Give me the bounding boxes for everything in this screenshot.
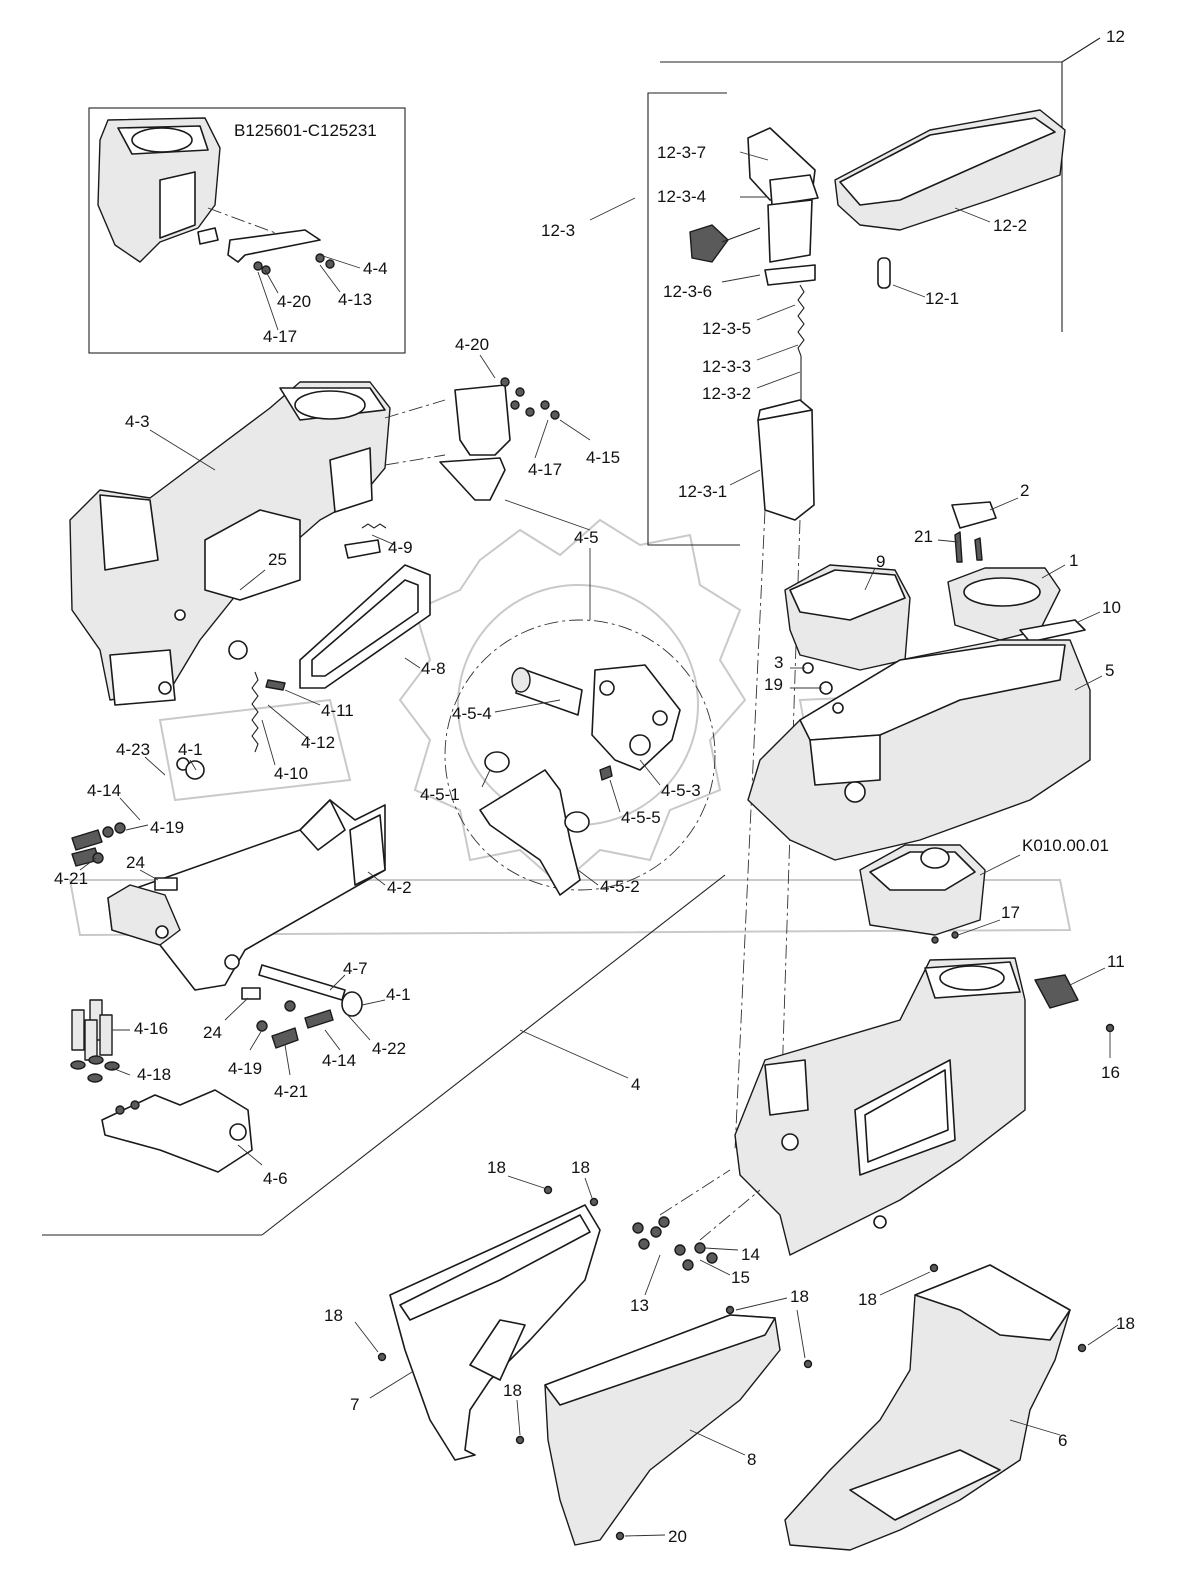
- callout-24-lower: 24: [203, 1023, 222, 1042]
- callout-10: 10: [1102, 598, 1121, 617]
- callout-4-16: 4-16: [134, 1019, 168, 1038]
- callout-12-3-5: 12-3-5: [702, 319, 751, 338]
- callout-4-9: 4-9: [388, 538, 413, 557]
- callout-4-6: 4-6: [263, 1169, 288, 1188]
- callout-4-1-upper: 4-1: [178, 740, 203, 759]
- callout-4-18: 4-18: [137, 1065, 171, 1084]
- callout-5: 5: [1105, 661, 1114, 680]
- callout-4-5-5: 4-5-5: [621, 808, 661, 827]
- control-module: [859, 844, 986, 944]
- callout-4-5-4: 4-5-4: [452, 704, 492, 723]
- callout-4-19-upper: 4-19: [150, 818, 184, 837]
- callout-1: 1: [1069, 551, 1078, 570]
- callout-4-4: 4-4: [363, 259, 388, 278]
- bolts-4-16: [70, 999, 120, 1083]
- lower-bracket-right: [734, 957, 1079, 1256]
- callout-3: 3: [774, 653, 783, 672]
- callout-2: 2: [1020, 481, 1029, 500]
- callout-4-5-2: 4-5-2: [600, 877, 640, 896]
- callout-9: 9: [876, 552, 885, 571]
- callout-24-upper: 24: [126, 853, 145, 872]
- callout-4-5: 4-5: [574, 528, 599, 547]
- callout-4-10: 4-10: [274, 764, 308, 783]
- callout-21: 21: [914, 527, 933, 546]
- gasket-4-8: [299, 564, 431, 689]
- callout-13: 13: [630, 1296, 649, 1315]
- callout-12-3: 12-3: [541, 221, 575, 240]
- callout-4-21-lower: 4-21: [274, 1082, 308, 1101]
- callout-11: 11: [1107, 952, 1125, 971]
- reference-lines: [42, 37, 1101, 1236]
- callout-4-2: 4-2: [387, 878, 412, 897]
- leader-lines: [79, 151, 1119, 1537]
- callout-labels: B125601-C125231 K010.00.01 12 12-3-7 12-…: [54, 27, 1135, 1546]
- console-assembly: [747, 501, 1091, 861]
- callout-12-3-6: 12-3-6: [663, 282, 712, 301]
- inset-label: B125601-C125231: [234, 121, 377, 140]
- callout-4-11: 4-11: [321, 701, 354, 720]
- callout-4-23: 4-23: [116, 740, 150, 759]
- callout-4-1-lower: 4-1: [386, 985, 411, 1004]
- callout-12-3-1: 12-3-1: [678, 482, 727, 501]
- callout-4-19-lower: 4-19: [228, 1059, 262, 1078]
- callout-4-5-1: 4-5-1: [420, 785, 460, 804]
- callout-16: 16: [1101, 1063, 1120, 1082]
- callout-12-3-2: 12-3-2: [702, 384, 751, 403]
- callout-12-2: 12-2: [993, 216, 1027, 235]
- callout-18-b: 18: [571, 1158, 590, 1177]
- detail-4-5: [444, 619, 716, 896]
- callout-4-14-lower: 4-14: [322, 1051, 356, 1070]
- callout-12-3-7: 12-3-7: [657, 143, 706, 162]
- callout-4-22: 4-22: [372, 1039, 406, 1058]
- springs: [251, 523, 387, 753]
- callout-4-17-inset: 4-17: [263, 327, 297, 346]
- callout-18-d: 18: [790, 1287, 809, 1306]
- callout-8: 8: [747, 1450, 756, 1469]
- pivot-bracket-4-5: [384, 377, 560, 501]
- callout-4-3: 4-3: [125, 412, 150, 431]
- callout-4-5-3: 4-5-3: [661, 781, 701, 800]
- callout-4-17: 4-17: [528, 460, 562, 479]
- callout-4-15: 4-15: [586, 448, 620, 467]
- bracket-4-3: [69, 381, 391, 706]
- callout-4-8: 4-8: [421, 659, 446, 678]
- callout-4-13: 4-13: [338, 290, 372, 309]
- fasteners-13-15: [632, 1169, 761, 1271]
- callout-4-12: 4-12: [301, 733, 335, 752]
- callout-7: 7: [350, 1395, 359, 1414]
- callout-4-14-upper: 4-14: [87, 781, 121, 800]
- callout-18-c: 18: [324, 1306, 343, 1325]
- callout-6: 6: [1058, 1431, 1067, 1450]
- callout-20: 20: [668, 1527, 687, 1546]
- cover-8: [544, 1314, 781, 1546]
- kit-label: K010.00.01: [1022, 836, 1109, 855]
- callout-12-3-4: 12-3-4: [657, 187, 706, 206]
- frame-4-2: [107, 799, 386, 991]
- callout-4: 4: [631, 1075, 640, 1094]
- callout-4-7: 4-7: [343, 959, 368, 978]
- cover-6: [784, 1264, 1071, 1551]
- callout-12: 12: [1106, 27, 1125, 46]
- pin-4-7: [71, 757, 363, 1049]
- callout-18-f: 18: [858, 1290, 877, 1309]
- callout-19: 19: [764, 675, 783, 694]
- callout-18-e: 18: [503, 1381, 522, 1400]
- callout-18-g: 18: [1116, 1314, 1135, 1333]
- callout-12-1: 12-1: [925, 289, 959, 308]
- callout-4-20: 4-20: [455, 335, 489, 354]
- callout-25: 25: [268, 550, 287, 569]
- mount-4-6: [101, 1089, 253, 1173]
- inset-subassembly: [97, 117, 335, 275]
- cover-7: [389, 1204, 601, 1461]
- callout-17: 17: [1001, 903, 1020, 922]
- small-screws: [377, 1023, 1115, 1541]
- callout-4-20-inset: 4-20: [277, 292, 311, 311]
- armrest-12-2: [834, 109, 1066, 289]
- callout-4-21-upper: 4-21: [54, 869, 88, 888]
- callout-18-a: 18: [487, 1158, 506, 1177]
- callout-14: 14: [741, 1245, 760, 1264]
- callout-15: 15: [731, 1268, 750, 1287]
- callout-12-3-3: 12-3-3: [702, 357, 751, 376]
